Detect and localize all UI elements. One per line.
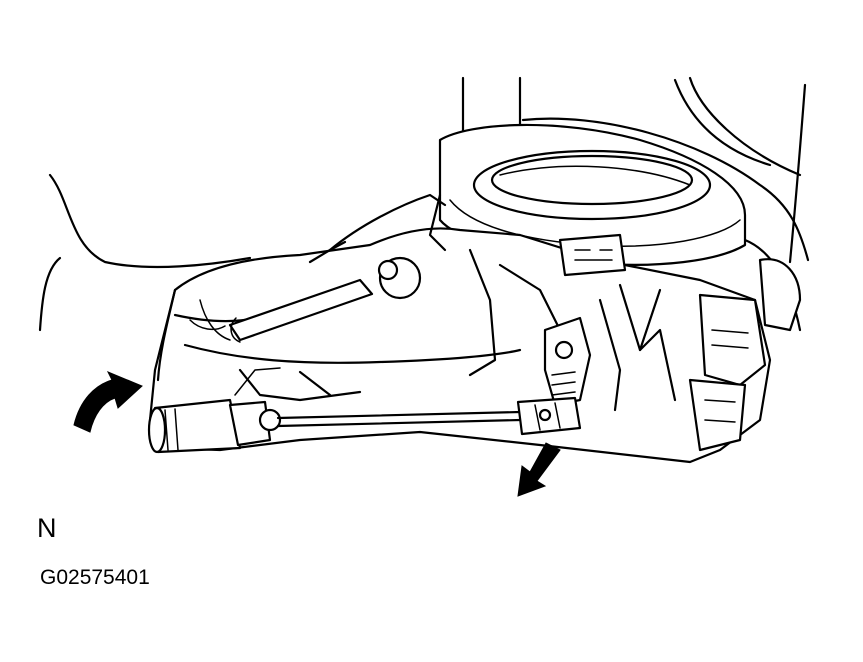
figure-code: G02575401	[40, 566, 150, 589]
key-cylinder	[147, 398, 282, 454]
interlock-plate	[543, 316, 592, 407]
column-collar	[438, 123, 747, 266]
tilt-lever	[228, 256, 422, 343]
curved-arrow-icon	[73, 371, 143, 433]
column-housing	[148, 193, 772, 464]
connectors	[558, 233, 802, 452]
view-letter: N	[37, 513, 57, 543]
arrow-down-left-icon	[517, 442, 561, 497]
interlock-cable	[276, 396, 582, 436]
